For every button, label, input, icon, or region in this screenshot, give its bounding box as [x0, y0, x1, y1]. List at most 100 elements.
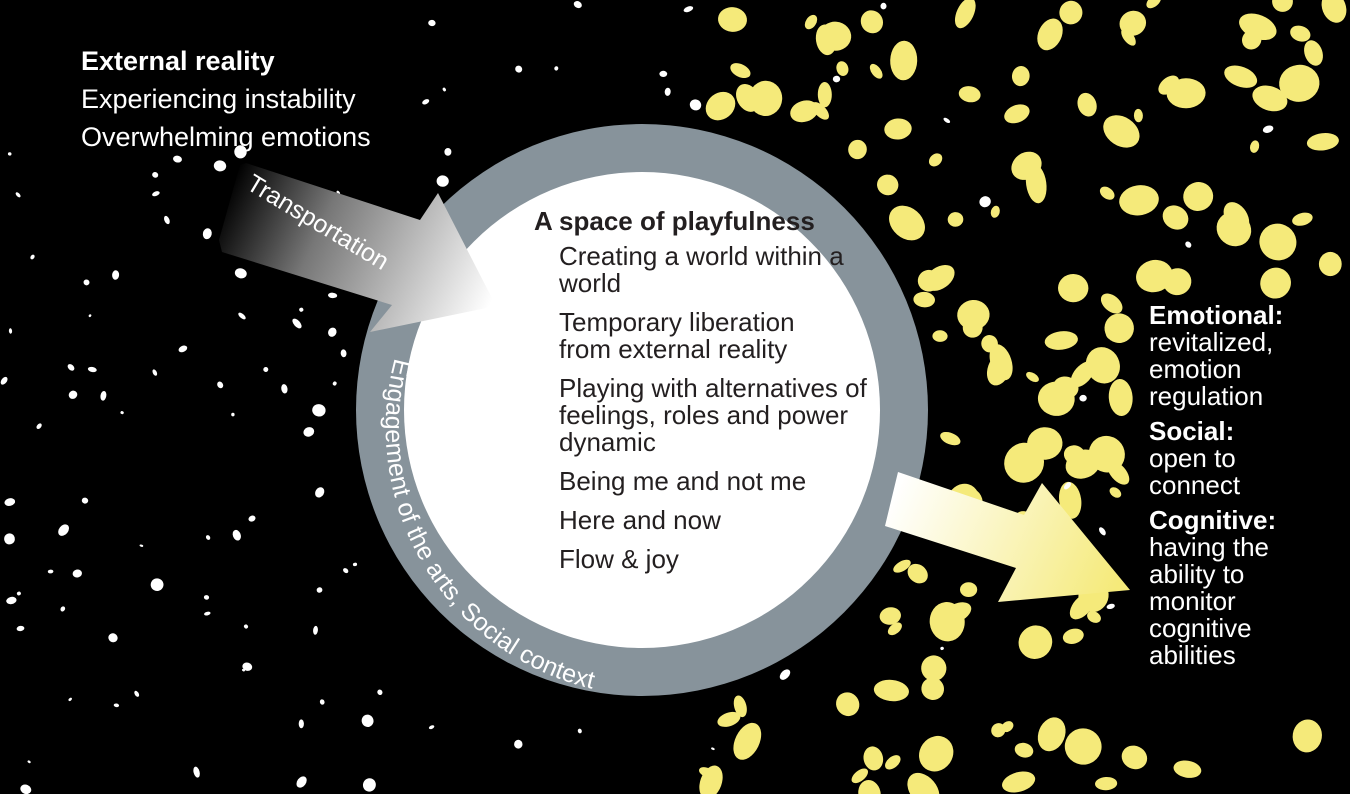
speckle [16, 625, 25, 632]
transportation-arrow-icon [219, 163, 496, 332]
speckle [352, 562, 358, 567]
speckle [6, 596, 17, 605]
speckle [1027, 427, 1063, 460]
speckle [1059, 0, 1083, 25]
inner-circle [404, 172, 880, 648]
speckle [152, 191, 160, 197]
speckle [298, 719, 304, 729]
speckle [889, 205, 925, 241]
speckle [1318, 251, 1342, 277]
speckle [1044, 331, 1078, 350]
speckle [1001, 721, 1014, 733]
speckle [960, 582, 978, 597]
external-reality-line: Overwhelming emotions [81, 122, 371, 152]
speckle [1262, 125, 1274, 133]
speckle [1133, 108, 1143, 123]
speckle [27, 760, 31, 764]
speckle [164, 215, 170, 225]
speckle [832, 75, 841, 83]
speckle [83, 279, 90, 286]
outcome-heading: Emotional: [1149, 300, 1284, 330]
speckle [1100, 293, 1123, 314]
playfulness-block: A space of playfulness Creating a world … [534, 203, 894, 585]
outcomes-block: Emotional: revitalized, emotion regulati… [1149, 302, 1349, 677]
speckle [1053, 376, 1079, 399]
speckle [231, 412, 235, 417]
speckle [929, 602, 965, 642]
speckle [836, 61, 849, 76]
speckle [907, 772, 940, 794]
speckle [962, 317, 983, 338]
speckle [299, 307, 304, 312]
speckle [1004, 104, 1030, 124]
speckle [303, 427, 315, 437]
speckle [205, 535, 211, 540]
outcome-text: revitalized, emotion regulation [1149, 327, 1274, 411]
speckle [120, 411, 124, 415]
speckle [683, 6, 694, 13]
speckle [238, 312, 246, 320]
speckle [1025, 163, 1047, 204]
speckle [7, 152, 12, 156]
speckle [921, 655, 947, 681]
speckle [241, 668, 246, 672]
speckle [315, 487, 325, 498]
speckle [1059, 481, 1082, 519]
speckle [292, 318, 302, 329]
speckle [1304, 40, 1323, 66]
speckle [1099, 527, 1106, 536]
speckle [733, 722, 762, 760]
speckle [422, 99, 430, 105]
speckle [30, 254, 35, 260]
speckle [1095, 776, 1118, 791]
speckle [81, 497, 89, 504]
speckle [1224, 65, 1258, 88]
speckle [1069, 593, 1095, 620]
speckle [515, 65, 523, 73]
speckle [848, 139, 867, 160]
playfulness-item: Flow & joy [559, 544, 679, 574]
speckle [1321, 0, 1347, 23]
speckle [281, 384, 288, 394]
speckle [943, 117, 951, 124]
speckle [1173, 760, 1202, 778]
speckle [711, 747, 715, 751]
speckle [340, 349, 347, 358]
speckle [790, 100, 819, 123]
external-reality-line: Experiencing instability [81, 84, 356, 114]
speckle [664, 87, 671, 96]
speckle [60, 606, 66, 612]
speckle [1121, 745, 1148, 770]
speckle [958, 86, 981, 103]
speckle [204, 611, 211, 616]
speckle [917, 269, 940, 292]
speckle [705, 91, 736, 121]
speckle [1272, 0, 1293, 12]
speckle [312, 404, 326, 417]
speckle [880, 2, 887, 10]
speckle [88, 314, 92, 318]
speckle [319, 699, 325, 705]
speckle [736, 83, 760, 112]
speckle [1062, 628, 1084, 644]
outcome-social: Social: open to connect [1149, 418, 1269, 499]
speckle [940, 646, 944, 651]
speckle [1064, 728, 1102, 765]
speckle [717, 711, 741, 727]
speckle [1018, 625, 1053, 659]
speckle [990, 205, 1000, 218]
speckle [1065, 449, 1101, 479]
speckle [442, 87, 446, 92]
outcome-arrow-icon [885, 472, 1130, 602]
speckle [173, 155, 182, 163]
speckle [877, 174, 899, 196]
speckle [1037, 717, 1066, 752]
speckle [248, 515, 256, 522]
speckle [718, 7, 747, 32]
playfulness-item: Creating a world within a world [559, 241, 844, 298]
speckle [428, 725, 435, 730]
speckle [890, 40, 918, 81]
speckle [1136, 259, 1173, 293]
speckle [1011, 66, 1030, 87]
